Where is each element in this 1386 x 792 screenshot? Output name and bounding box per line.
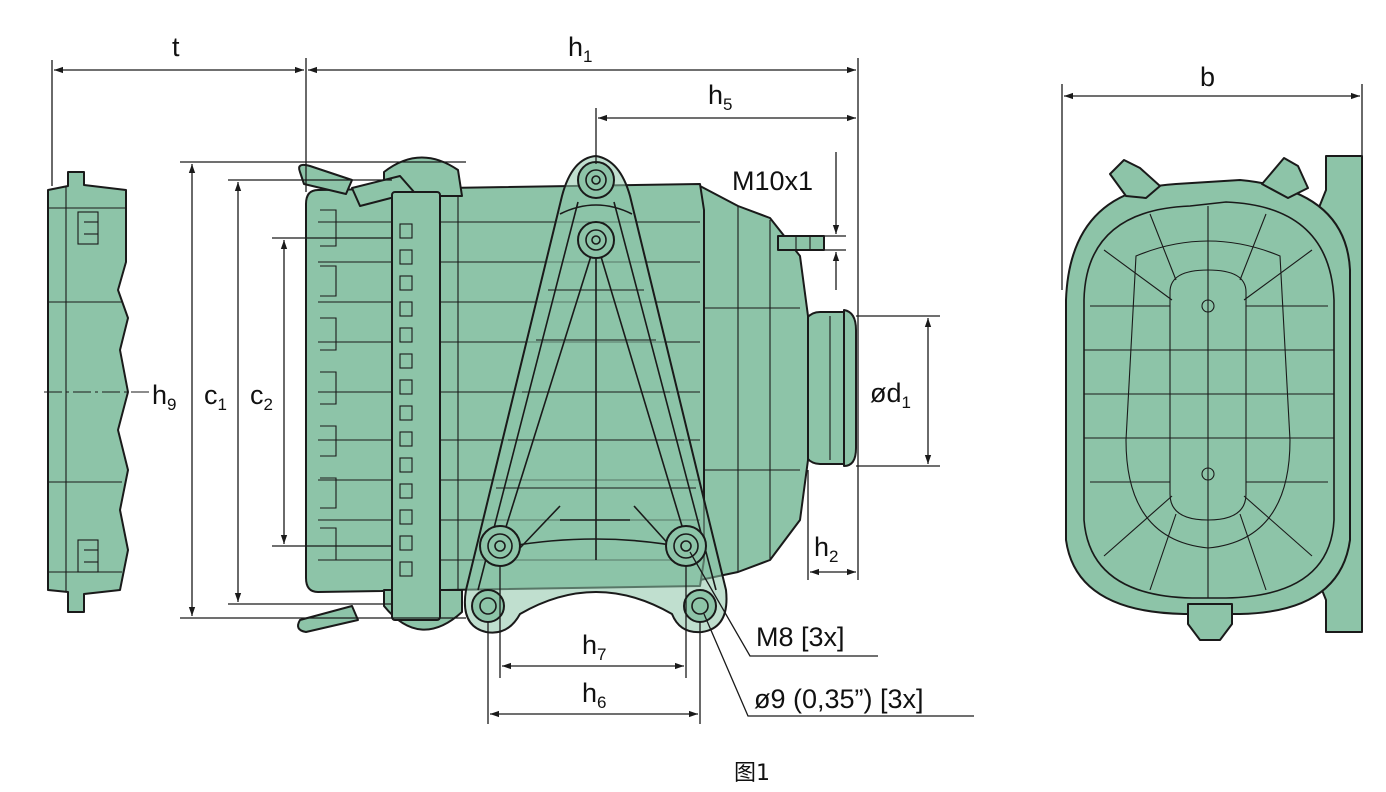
label-h7: h7 xyxy=(582,630,607,664)
label-c1: c1 xyxy=(204,380,227,414)
label-m10x1: M10x1 xyxy=(732,166,813,196)
side-profile-view xyxy=(44,171,150,613)
dimension-labels: t h1 h5 b M10x1 h9 c1 c2 ød1 h2 M8 [3x] … xyxy=(152,32,1215,786)
label-h9: h9 xyxy=(152,380,177,414)
label-h2: h2 xyxy=(814,532,839,566)
end-view-grid xyxy=(1084,206,1334,598)
label-h1: h1 xyxy=(568,32,593,66)
end-view xyxy=(1065,155,1363,641)
slot-column xyxy=(399,223,413,577)
label-d1: ød1 xyxy=(870,378,911,412)
mounting-bracket xyxy=(464,155,728,634)
main-housing-view xyxy=(297,155,857,634)
label-t: t xyxy=(172,32,180,62)
label-m8: M8 [3x] xyxy=(756,622,845,652)
label-hole: ø9 (0,35”) [3x] xyxy=(754,684,924,714)
label-b: b xyxy=(1200,62,1215,92)
label-c2: c2 xyxy=(250,380,273,414)
label-h5: h5 xyxy=(708,80,733,114)
label-h6: h6 xyxy=(582,678,607,712)
figure-caption: 图1 xyxy=(734,761,770,786)
dimension-lines xyxy=(51,58,1363,724)
